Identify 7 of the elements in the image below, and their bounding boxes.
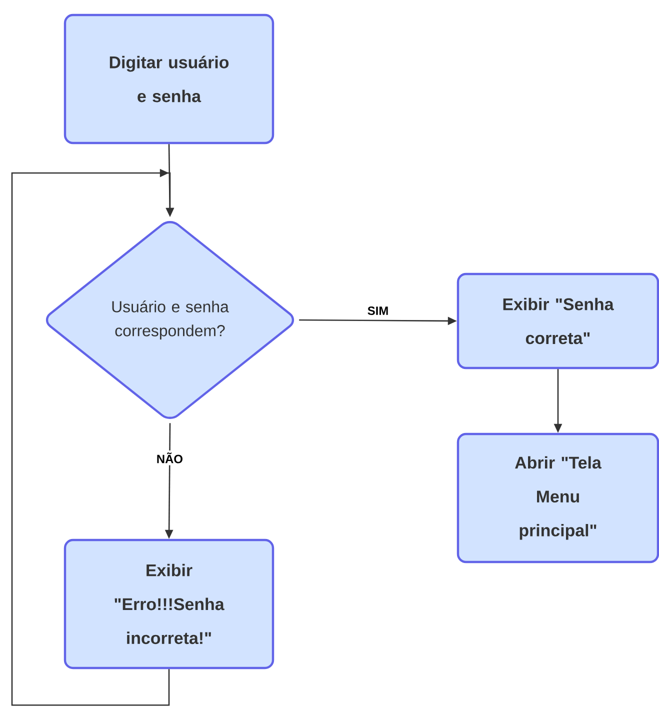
edge-label: NÃO (154, 450, 185, 466)
process-box: Abrir "Tela Menu principal" (456, 432, 659, 564)
edge-label: SIM (368, 306, 388, 315)
process-box: Digitar usuário e senha (64, 14, 274, 144)
process-box: Exibir "Erro!!!Senha incorreta!" (64, 538, 274, 670)
arrow (11, 168, 174, 706)
process-box: Exibir "Senha correta" (456, 272, 659, 370)
